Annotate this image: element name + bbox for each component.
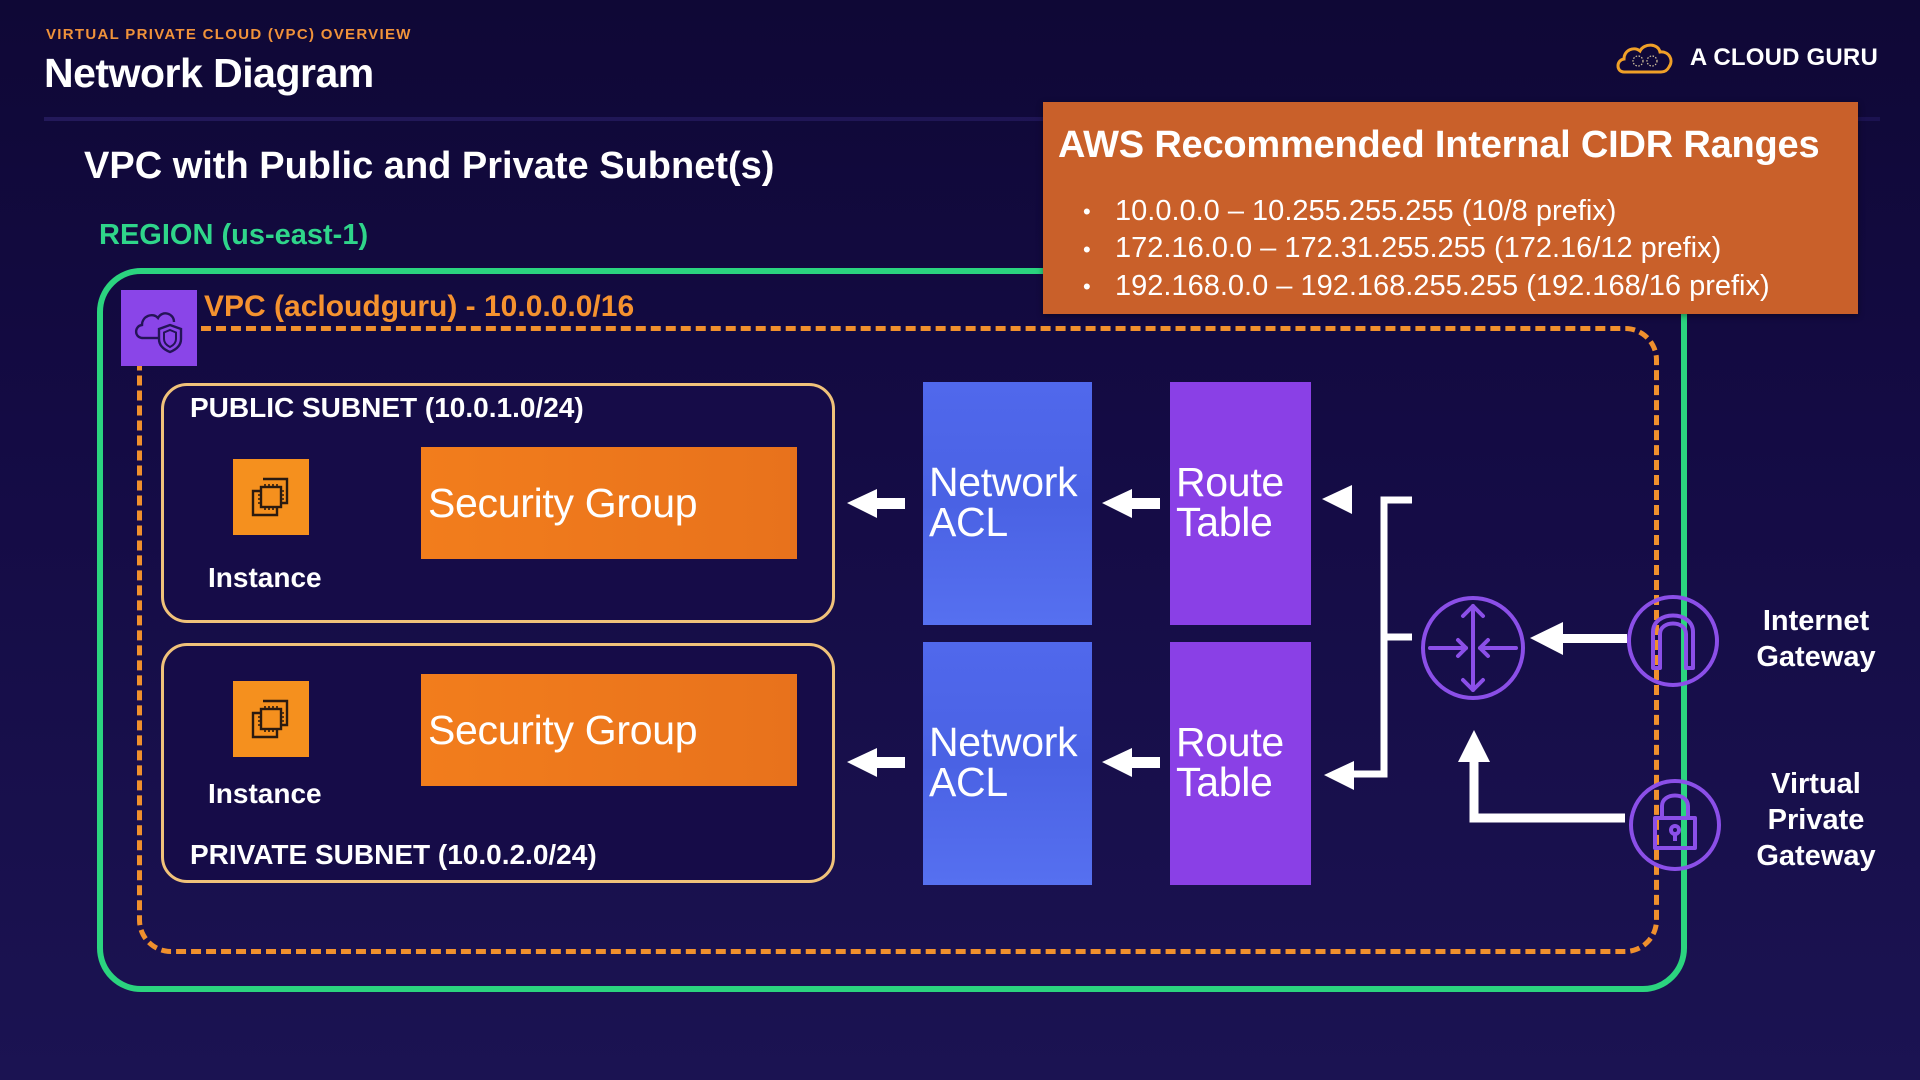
header-divider — [44, 117, 1880, 121]
vpc-label: VPC (acloudguru) - 10.0.0.0/16 — [204, 290, 635, 323]
route-table-label-line2: Table — [1176, 499, 1273, 545]
network-acl-private[interactable]: Network ACL — [923, 642, 1092, 885]
cidr-range-item: 192.168.0.0 – 192.168.255.255 (192.168/1… — [1083, 268, 1770, 305]
internet-gateway-icon — [1627, 595, 1719, 687]
label-line: Gateway — [1756, 641, 1876, 673]
vpn-gateway-lock-icon — [1629, 779, 1721, 871]
route-table-label-line1: Route — [1176, 459, 1284, 505]
cidr-range-item: 172.16.0.0 – 172.31.255.255 (172.16/12 p… — [1083, 230, 1770, 267]
arrow-left-icon — [1102, 748, 1160, 777]
cidr-panel-title: AWS Recommended Internal CIDR Ranges — [1058, 124, 1820, 166]
vpc-boundary — [137, 326, 1659, 954]
route-table-label-line1: Route — [1176, 719, 1284, 765]
internet-gateway-label: Internet Gateway — [1742, 603, 1890, 675]
label-line: Virtual — [1771, 768, 1861, 800]
network-acl-label-line1: Network — [929, 459, 1078, 505]
vpc-cloud-shield-icon — [121, 290, 197, 366]
private-subnet-label: PRIVATE SUBNET (10.0.2.0/24) — [190, 839, 597, 870]
route-table-private[interactable]: Route Table — [1170, 642, 1311, 885]
label-line: Private — [1767, 804, 1865, 836]
route-table-public[interactable]: Route Table — [1170, 382, 1311, 625]
arrow-left-icon — [1322, 485, 1352, 514]
route-table-label-line2: Table — [1176, 759, 1273, 805]
igw-to-router-arrow — [1530, 622, 1627, 655]
ec2-instance-icon[interactable] — [233, 459, 309, 535]
router-to-route-tables-connector — [1350, 496, 1412, 778]
diagram-subtitle: VPC with Public and Private Subnet(s) — [84, 145, 775, 187]
brand-name: A CLOUD GURU — [1689, 44, 1878, 71]
cidr-range-item: 10.0.0.0 – 10.255.255.255 (10/8 prefix) — [1083, 193, 1770, 230]
vgw-to-router-arrow — [1458, 730, 1625, 823]
security-group-label: Security Group — [428, 479, 698, 526]
security-group-label: Security Group — [428, 706, 698, 753]
cidr-ranges-panel: AWS Recommended Internal CIDR Ranges 10.… — [1043, 102, 1858, 314]
instance-label: Instance — [208, 778, 322, 809]
arrow-left-icon — [847, 748, 905, 777]
network-acl-label-line2: ACL — [929, 759, 1008, 805]
arrow-left-icon — [847, 489, 905, 518]
security-group-public[interactable]: Security Group — [421, 447, 797, 559]
arrow-left-icon — [1102, 489, 1160, 518]
ec2-instance-icon[interactable] — [233, 681, 309, 757]
label-line: Internet — [1762, 605, 1870, 637]
network-acl-label-line2: ACL — [929, 499, 1008, 545]
router-icon — [1421, 596, 1525, 700]
security-group-private[interactable]: Security Group — [421, 674, 797, 786]
label-line: Gateway — [1756, 840, 1876, 872]
network-acl-label-line1: Network — [929, 719, 1078, 765]
page-title: Network Diagram — [44, 50, 374, 96]
arrow-left-icon — [1324, 761, 1354, 790]
section-kicker: VIRTUAL PRIVATE CLOUD (VPC) OVERVIEW — [46, 26, 412, 43]
instance-label: Instance — [208, 562, 322, 593]
brand-logo: A CLOUD GURU — [1614, 40, 1878, 76]
region-label: REGION (us-east-1) — [99, 219, 369, 251]
network-acl-public[interactable]: Network ACL — [923, 382, 1092, 625]
cloud-logo-icon — [1616, 43, 1673, 74]
virtual-private-gateway-label: Virtual Private Gateway — [1742, 766, 1890, 874]
cidr-range-list: 10.0.0.0 – 10.255.255.255 (10/8 prefix) … — [1083, 193, 1770, 305]
public-subnet-label: PUBLIC SUBNET (10.0.1.0/24) — [190, 392, 584, 423]
